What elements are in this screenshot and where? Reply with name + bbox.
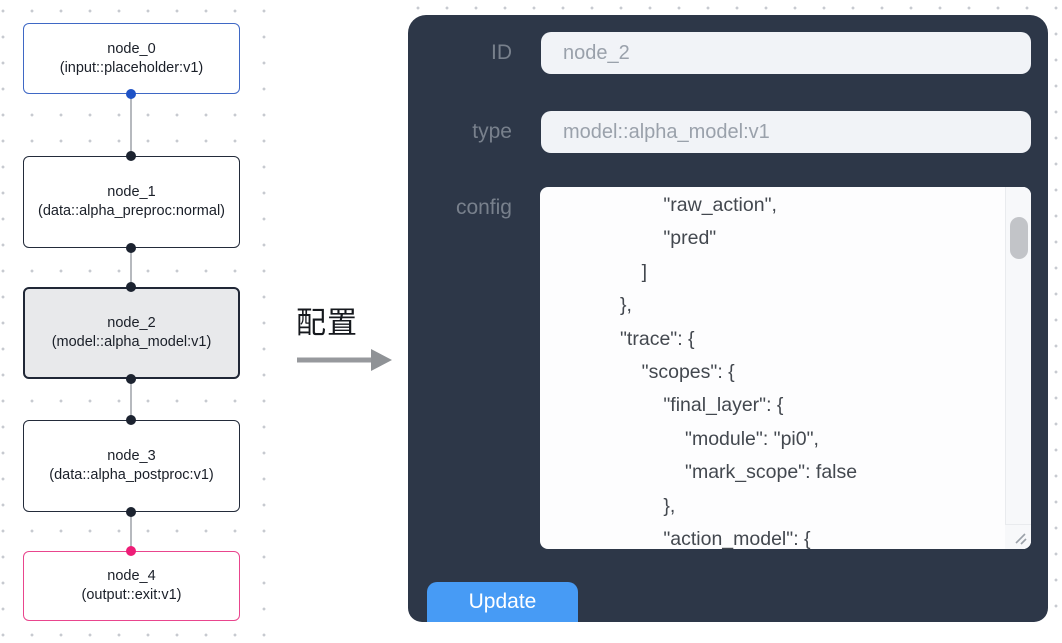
type-field[interactable]: model::alpha_model:v1 — [541, 111, 1031, 153]
resize-handle-icon[interactable] — [1012, 530, 1028, 546]
node-title: node_4 — [107, 568, 156, 584]
node-type: (data::alpha_preproc:normal) — [38, 203, 225, 219]
config-editor[interactable]: "raw_action", "pred" ] }, "trace": { "sc… — [540, 187, 1031, 549]
edge-node2-node3[interactable] — [130, 379, 132, 420]
node-node_2[interactable]: node_2 (model::alpha_model:v1) — [23, 287, 240, 379]
config-field-label: config — [455, 196, 512, 219]
port-node2-out[interactable] — [126, 374, 136, 384]
node-node_0[interactable]: node_0 (input::placeholder:v1) — [23, 23, 240, 94]
port-node3-out[interactable] — [126, 507, 136, 517]
node-title: node_1 — [107, 184, 156, 200]
id-field[interactable]: node_2 — [541, 32, 1031, 74]
update-button[interactable]: Update — [427, 582, 578, 622]
pipeline-canvas[interactable]: node_0 (input::placeholder:v1) node_1 (d… — [0, 0, 283, 643]
id-field-label: ID — [491, 41, 512, 64]
port-node1-out[interactable] — [126, 243, 136, 253]
config-json-text[interactable]: "raw_action", "pred" ] }, "trace": { "sc… — [620, 194, 858, 549]
node-node_1[interactable]: node_1 (data::alpha_preproc:normal) — [23, 156, 240, 248]
port-node1-in[interactable] — [126, 151, 136, 161]
edge-node3-node4[interactable] — [130, 512, 132, 551]
node-type: (output::exit:v1) — [81, 587, 182, 603]
config-scrollbar-thumb[interactable] — [1009, 217, 1028, 259]
port-node3-in[interactable] — [126, 415, 136, 425]
edge-node1-node2[interactable] — [130, 248, 132, 287]
right-arrow-icon — [297, 349, 392, 371]
node-type: (data::alpha_postproc:v1) — [49, 467, 214, 483]
node-type: (input::placeholder:v1) — [59, 59, 204, 76]
port-node0-out[interactable] — [126, 89, 136, 99]
node-title: node_3 — [107, 448, 156, 464]
config-annotation-label: 配置 — [296, 307, 358, 340]
node-type: (model::alpha_model:v1) — [51, 334, 212, 350]
node-node_3[interactable]: node_3 (data::alpha_postproc:v1) — [23, 420, 240, 512]
config-annotation: 配置 — [293, 298, 397, 374]
node-config-panel: ID node_2 type model::alpha_model:v1 con… — [408, 15, 1048, 622]
port-node4-in[interactable] — [126, 546, 136, 556]
node-title: node_2 — [107, 315, 156, 331]
edge-node0-node1[interactable] — [130, 94, 132, 156]
node-node_4[interactable]: node_4 (output::exit:v1) — [23, 551, 240, 621]
port-node2-in[interactable] — [126, 282, 136, 292]
type-field-label: type — [472, 120, 512, 143]
config-scrollbar-corner — [1005, 524, 1031, 549]
node-title: node_0 — [107, 40, 156, 57]
